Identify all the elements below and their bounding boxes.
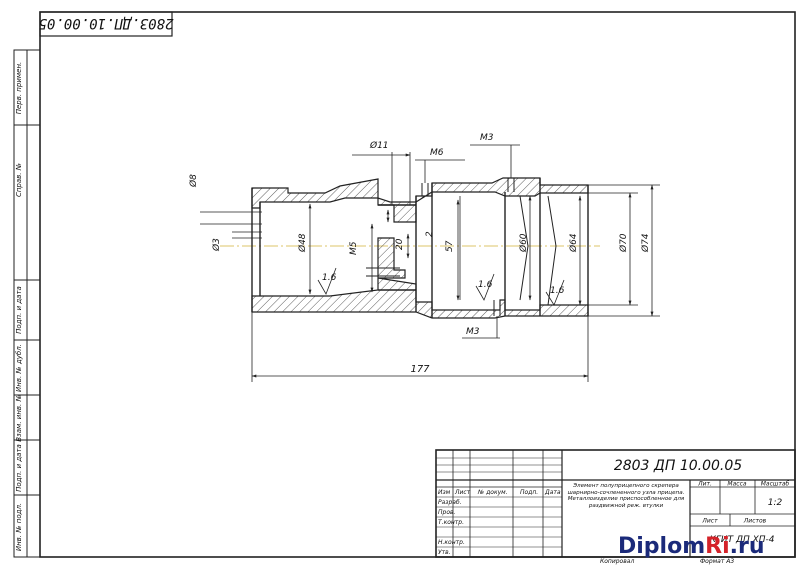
dim-57: 57 <box>445 240 455 252</box>
tb-header-sign: Подп. <box>520 489 538 496</box>
side-label-orig-inv: Инв. № подл. <box>15 503 23 551</box>
svg-text:DiplomRi.ru: DiplomRi.ru <box>618 534 765 559</box>
tb-copied: Копировал <box>600 558 634 565</box>
side-label-replace-inv: Взам. инв. № <box>15 394 23 442</box>
watermark-accent: Ri <box>705 534 729 559</box>
tb-mass-label: Масса <box>727 481 746 488</box>
tb-scale-value: 1:2 <box>768 498 783 508</box>
dim-d48: Ø48 <box>297 233 308 253</box>
title-code: 2803 ДП 10.00.05 <box>614 458 742 474</box>
tb-lit-label: Лит. <box>697 481 712 488</box>
dim-20: 20 <box>395 238 405 250</box>
side-label-sign-date-2: Подп. и дата <box>15 444 23 492</box>
watermark-main: Diplom <box>618 534 705 559</box>
watermark-tail: .ru <box>730 534 765 559</box>
dim-m-bottom: М3 <box>466 327 480 337</box>
tb-row-develop: Разраб. <box>438 499 462 506</box>
roughness-2: 1.6 <box>478 280 493 290</box>
dim-d70: Ø70 <box>618 233 629 253</box>
upper-section <box>251 177 589 223</box>
dim-d64: Ø64 <box>568 233 579 253</box>
left-bore-dims <box>200 211 262 239</box>
roughness-3: 1.6 <box>550 286 565 296</box>
top-leaders <box>352 144 520 339</box>
side-label-first-use: Перв. примен. <box>15 62 23 115</box>
side-label-ref-no: Справ. № <box>15 163 23 197</box>
tb-row-check: Пров. <box>438 509 456 516</box>
tb-row-ncontrol: Н.контр. <box>438 539 465 546</box>
tb-sheets-label: Листов <box>743 518 767 525</box>
dim-d11: Ø11 <box>369 140 389 151</box>
dim-m-top: М3 <box>480 133 494 143</box>
dim-m6: М6 <box>430 148 444 158</box>
side-label-dup-inv: Инв. № дубл. <box>15 344 23 392</box>
roughness-marks <box>317 267 565 306</box>
dim-177: 177 <box>410 364 430 375</box>
dim-m5: М5 <box>349 241 359 255</box>
tb-format: Формат А3 <box>700 558 734 565</box>
side-strip <box>13 49 41 558</box>
mirrored-code-box: 2803.ДП.10.00.05 <box>39 11 174 37</box>
tb-header-izm: Изм <box>438 489 451 496</box>
dim-d3: Ø3 <box>211 238 222 252</box>
dim-d60: Ø60 <box>518 233 529 253</box>
watermark-logo: DiplomRi.ru <box>618 534 765 559</box>
side-label-sign-date-1: Подп. и дата <box>15 286 23 334</box>
length-dim <box>251 312 589 382</box>
tb-row-approve: Утв. <box>438 549 451 556</box>
roughness-1: 1.6 <box>322 273 337 283</box>
dim-d74: Ø74 <box>640 233 651 253</box>
part-outline <box>251 178 589 318</box>
title-description-wrap: Элемент полуприцепного скрепера шарнирно… <box>567 483 685 509</box>
title-block <box>435 449 796 558</box>
title-description: Элемент полуприцепного скрепера шарнирно… <box>567 483 685 509</box>
tb-org: КГИТ ДП ХП-4 <box>709 535 774 545</box>
diameter-dims <box>308 184 660 317</box>
tb-header-doc: № докум. <box>477 489 508 496</box>
dim-d8: Ø8 <box>188 174 199 188</box>
tb-row-tcontrol: Т.контр. <box>438 519 464 526</box>
sheet-frame <box>39 11 796 558</box>
tb-scale-label: Масштаб <box>761 481 790 488</box>
mirrored-code: 2803.ДП.10.00.05 <box>39 15 174 31</box>
dim-2: 2 <box>425 231 435 237</box>
tb-header-date: Дата <box>544 489 561 496</box>
tb-header-list: Лист <box>454 489 471 496</box>
tb-sheet-label: Лист <box>701 518 718 525</box>
